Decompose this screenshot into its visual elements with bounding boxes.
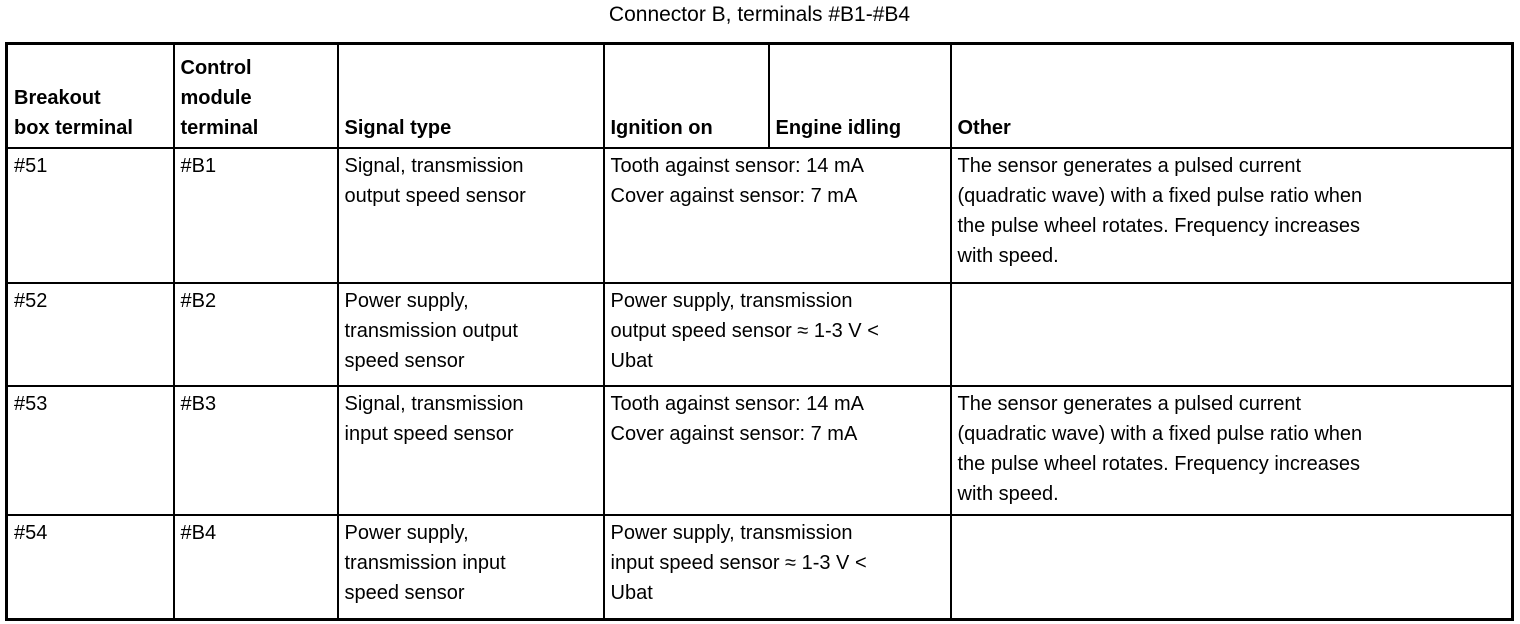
cell-condition-value: Tooth against sensor: 14 mA Cover agains…: [602, 384, 952, 516]
table-row: #54 #B4 Power supply, transmission input…: [5, 513, 1514, 621]
cell-module-terminal: #B3: [172, 384, 339, 516]
cell-other: The sensor generates a pulsed current (q…: [949, 146, 1514, 284]
cell-signal-type: Signal, transmission input speed sensor: [336, 384, 605, 516]
col-header-signal-type: Signal type: [336, 42, 605, 149]
cell-condition-value: Tooth against sensor: 14 mA Cover agains…: [602, 146, 952, 284]
cell-condition-value: Power supply, transmission input speed s…: [602, 513, 952, 621]
cell-breakout-terminal: #54: [5, 513, 175, 621]
table-row: #52 #B2 Power supply, transmission outpu…: [5, 281, 1514, 387]
cell-breakout-terminal: #52: [5, 281, 175, 387]
cell-signal-type: Power supply, transmission input speed s…: [336, 513, 605, 621]
cell-other: The sensor generates a pulsed current (q…: [949, 384, 1514, 516]
table-row: #51 #B1 Signal, transmission output spee…: [5, 146, 1514, 284]
cell-breakout-terminal: #51: [5, 146, 175, 284]
connector-b-terminals-table: Breakout box terminal Control module ter…: [5, 42, 1514, 621]
cell-other: [949, 513, 1514, 621]
cell-other: [949, 281, 1514, 387]
table-title: Connector B, terminals #B1-#B4: [608, 3, 911, 26]
cell-module-terminal: #B2: [172, 281, 339, 387]
table-row: #53 #B3 Signal, transmission input speed…: [5, 384, 1514, 516]
col-header-other: Other: [949, 42, 1514, 149]
col-header-breakout-box-terminal: Breakout box terminal: [5, 42, 175, 149]
cell-condition-value: Power supply, transmission output speed …: [602, 281, 952, 387]
cell-signal-type: Signal, transmission output speed sensor: [336, 146, 605, 284]
cell-module-terminal: #B1: [172, 146, 339, 284]
col-header-control-module-terminal: Control module terminal: [172, 42, 339, 149]
cell-module-terminal: #B4: [172, 513, 339, 621]
col-header-engine-idling: Engine idling: [767, 42, 952, 149]
cell-breakout-terminal: #53: [5, 384, 175, 516]
col-header-ignition-on: Ignition on: [602, 42, 770, 149]
header-row: Breakout box terminal Control module ter…: [5, 42, 1514, 149]
cell-signal-type: Power supply, transmission output speed …: [336, 281, 605, 387]
